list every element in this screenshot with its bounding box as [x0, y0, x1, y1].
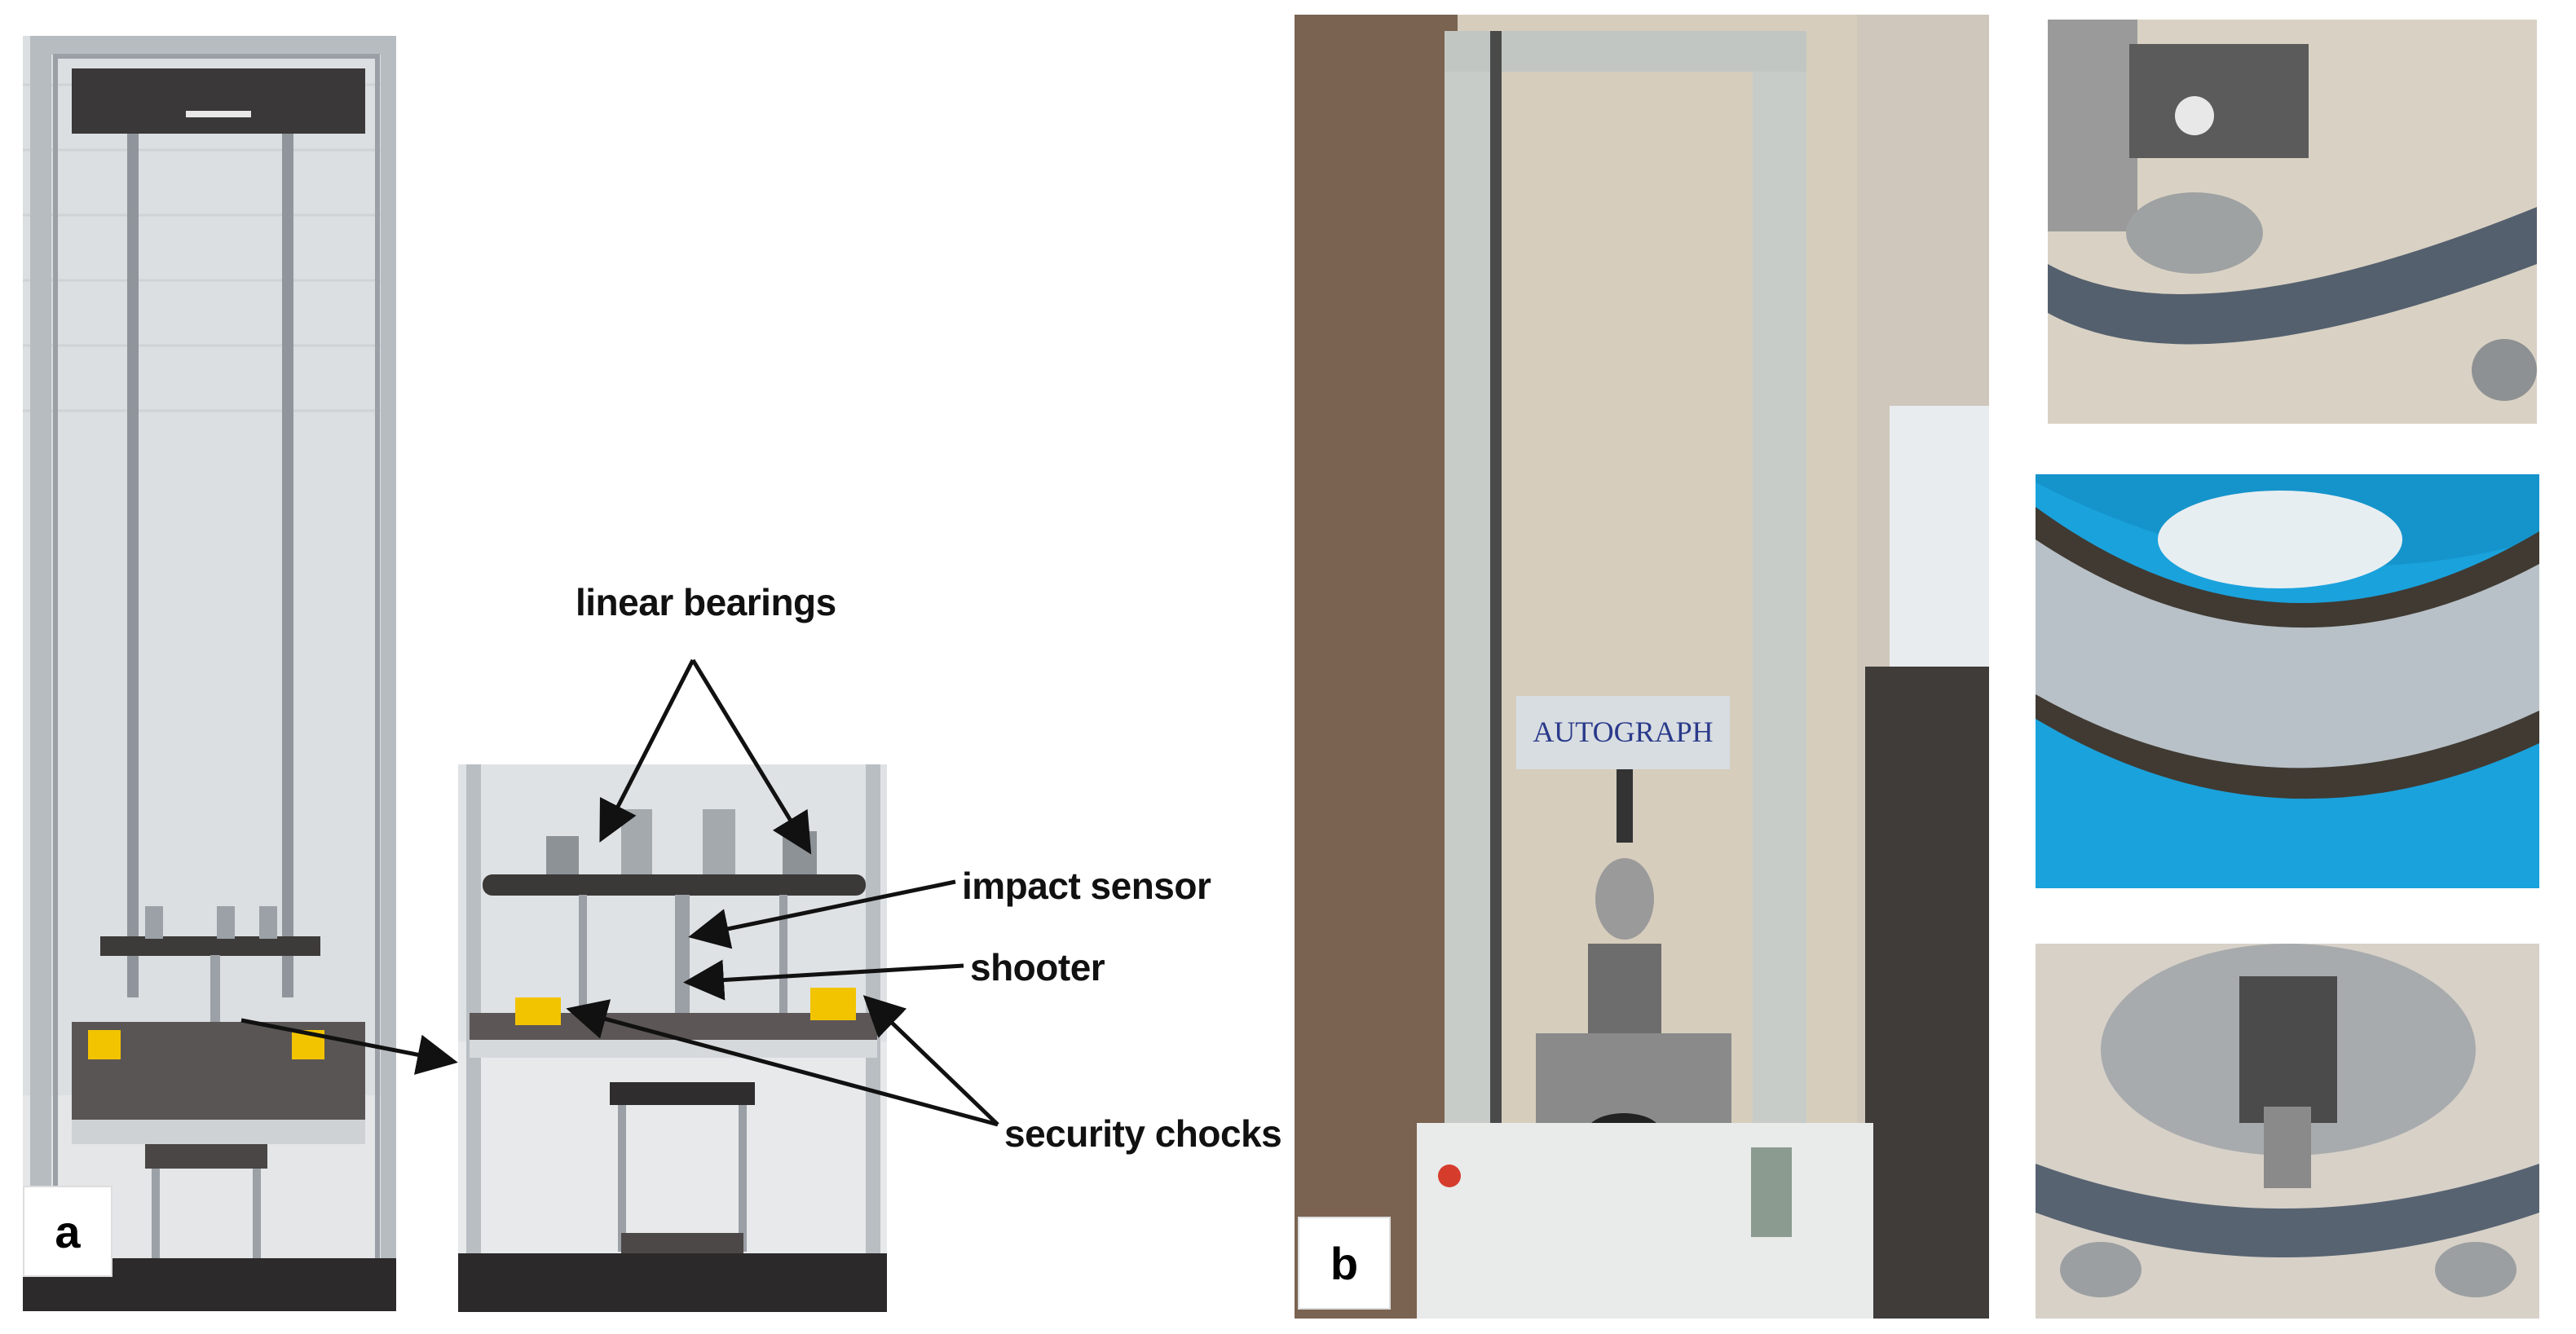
shooter-label: shooter: [970, 946, 1105, 988]
testing-machine-photo: AUTOGRAPH: [1295, 15, 1989, 1319]
bending-test-closeup-photo: [2048, 20, 2537, 424]
security-chocks-label: security chocks: [1004, 1112, 1282, 1155]
deformed-specimen-photo: [2036, 474, 2539, 888]
machine-brand-label: AUTOGRAPH: [1533, 715, 1713, 748]
three-point-fixture-photo: [2036, 944, 2539, 1319]
arrow-security-chock-right: [862, 995, 999, 1126]
carriage-detail-photo: [458, 764, 887, 1312]
impact-sensor-label: impact sensor: [962, 865, 1211, 907]
panel-label-b: b: [1298, 1217, 1391, 1310]
panel-label-a: a: [23, 1186, 112, 1277]
drop-tower-photo: [23, 36, 396, 1311]
linear-bearings-label: linear bearings: [576, 581, 836, 623]
